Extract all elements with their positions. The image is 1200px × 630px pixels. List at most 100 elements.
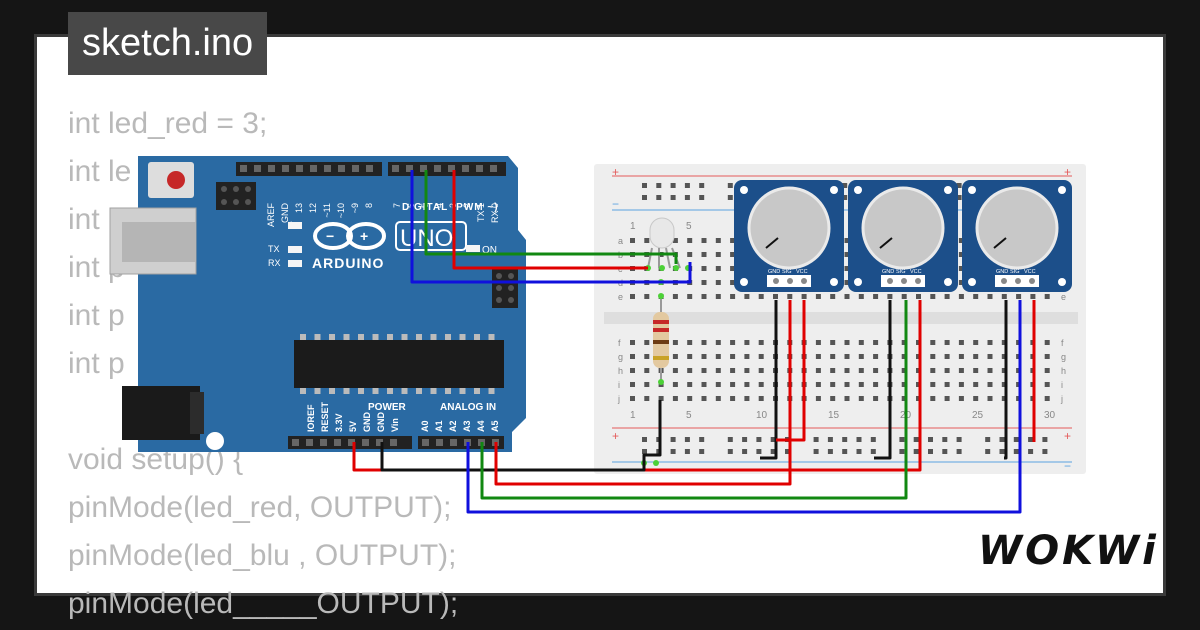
power-pin-label: IOREF	[306, 404, 316, 432]
breadboard-hole	[672, 368, 678, 373]
breadboard-hole	[930, 354, 936, 359]
breadboard-hole	[873, 368, 879, 373]
chip-pin	[358, 334, 364, 340]
breadboard-hole	[873, 294, 879, 299]
potentiometer-pin	[801, 278, 807, 284]
analog-pin-label: A4	[476, 420, 486, 432]
breadboard-hole	[701, 396, 707, 401]
breadboard-hole	[913, 449, 919, 454]
breadboard-hole	[744, 396, 750, 401]
breadboard-hole	[701, 340, 707, 345]
breadboard-hole	[672, 396, 678, 401]
chip-pin	[329, 334, 335, 340]
breadboard-hole	[958, 238, 964, 243]
breadboard-row-label: g	[1061, 352, 1066, 362]
header-pin	[366, 165, 373, 172]
breadboard-hole	[858, 396, 864, 401]
breadboard-hole	[1001, 382, 1007, 387]
breadboard-hole	[1044, 368, 1050, 373]
breadboard-row-label: e	[618, 292, 623, 302]
potentiometer-knob[interactable]	[861, 186, 945, 270]
chip-pin	[314, 334, 321, 340]
potentiometer-pin	[1015, 278, 1021, 284]
breadboard-hole	[842, 449, 848, 454]
breadboard-hole	[727, 437, 733, 442]
breadboard-hole	[670, 437, 676, 442]
wire-black-pot3	[1004, 300, 1008, 460]
chip-pin	[459, 334, 466, 340]
breadboard-hole	[901, 294, 907, 299]
breadboard-hole	[856, 437, 862, 442]
breadboard-hole	[701, 252, 707, 257]
code-line: pinMode(led_red, OUTPUT);	[68, 491, 452, 524]
breadboard-row-label: i	[618, 380, 620, 390]
breadboard-hole	[715, 354, 721, 359]
top-pin-label: 8	[364, 203, 374, 208]
breadboard-hole	[687, 382, 693, 387]
breadboard-hole	[958, 368, 964, 373]
breadboard-hole	[873, 354, 879, 359]
analog-pin-label: A2	[448, 420, 458, 432]
chip-pin	[445, 388, 451, 394]
chip-pin	[459, 388, 466, 394]
top-pin-label: ~10	[336, 203, 346, 218]
header-pin	[268, 165, 275, 172]
breadboard-hole	[701, 266, 707, 271]
breadboard-hole	[815, 396, 821, 401]
breadboard-hole	[1001, 294, 1007, 299]
breadboard-hole	[687, 238, 693, 243]
breadboard-hole	[670, 195, 676, 200]
breadboard-hole	[844, 368, 850, 373]
breadboard-hole	[715, 280, 721, 285]
breadboard-hole	[730, 266, 736, 271]
breadboard-hole	[987, 354, 993, 359]
potentiometer-knob[interactable]	[747, 186, 831, 270]
potentiometer-knob[interactable]	[975, 186, 1059, 270]
breadboard-hole	[1030, 294, 1036, 299]
chip-pin	[430, 334, 437, 340]
breadboard-row-label: i	[1061, 380, 1063, 390]
breadboard-hole	[844, 266, 850, 271]
header-pin	[306, 439, 313, 446]
breadboard-hole	[730, 280, 736, 285]
header-pin	[392, 165, 399, 172]
chip-pin	[372, 334, 379, 340]
analog-pin-label: A3	[462, 420, 472, 432]
potentiometer-pin	[787, 278, 793, 284]
chip-pin	[488, 334, 495, 340]
chip-pin	[474, 388, 480, 394]
breadboard-hole	[1001, 340, 1007, 345]
breadboard-hole	[687, 340, 693, 345]
icsp-header-2	[492, 268, 518, 308]
breadboard-hole	[687, 368, 693, 373]
chip-pin	[445, 334, 451, 340]
breadboard-column-number: 10	[756, 410, 768, 421]
wire-black-pot1	[760, 300, 778, 460]
wire-red-pot1-vcc	[776, 300, 806, 442]
breadboard-row-label: f	[1061, 338, 1064, 348]
breadboard-hole	[644, 354, 650, 359]
potentiometer-pin-label: SIG	[1010, 269, 1019, 275]
reset-button-cap[interactable]	[167, 171, 185, 189]
breadboard-hole	[672, 238, 678, 243]
breadboard-column-number: 30	[1044, 410, 1056, 421]
header-pin	[296, 165, 303, 172]
potentiometer-pin-label: VCC	[910, 269, 922, 275]
header-pin	[376, 439, 383, 446]
breadboard-hole	[1001, 368, 1007, 373]
breadboard-hole	[758, 340, 764, 345]
breadboard-row-label: j	[1060, 394, 1063, 404]
wire-black-pot2	[874, 300, 892, 460]
breadboard-hole	[1013, 437, 1019, 442]
breadboard-hole	[684, 449, 690, 454]
breadboard-hole	[944, 396, 950, 401]
header-pin	[450, 439, 457, 446]
potentiometer-pin-label: GND	[996, 269, 1008, 275]
breadboard-hole	[830, 294, 836, 299]
breadboard-hole	[987, 294, 993, 299]
